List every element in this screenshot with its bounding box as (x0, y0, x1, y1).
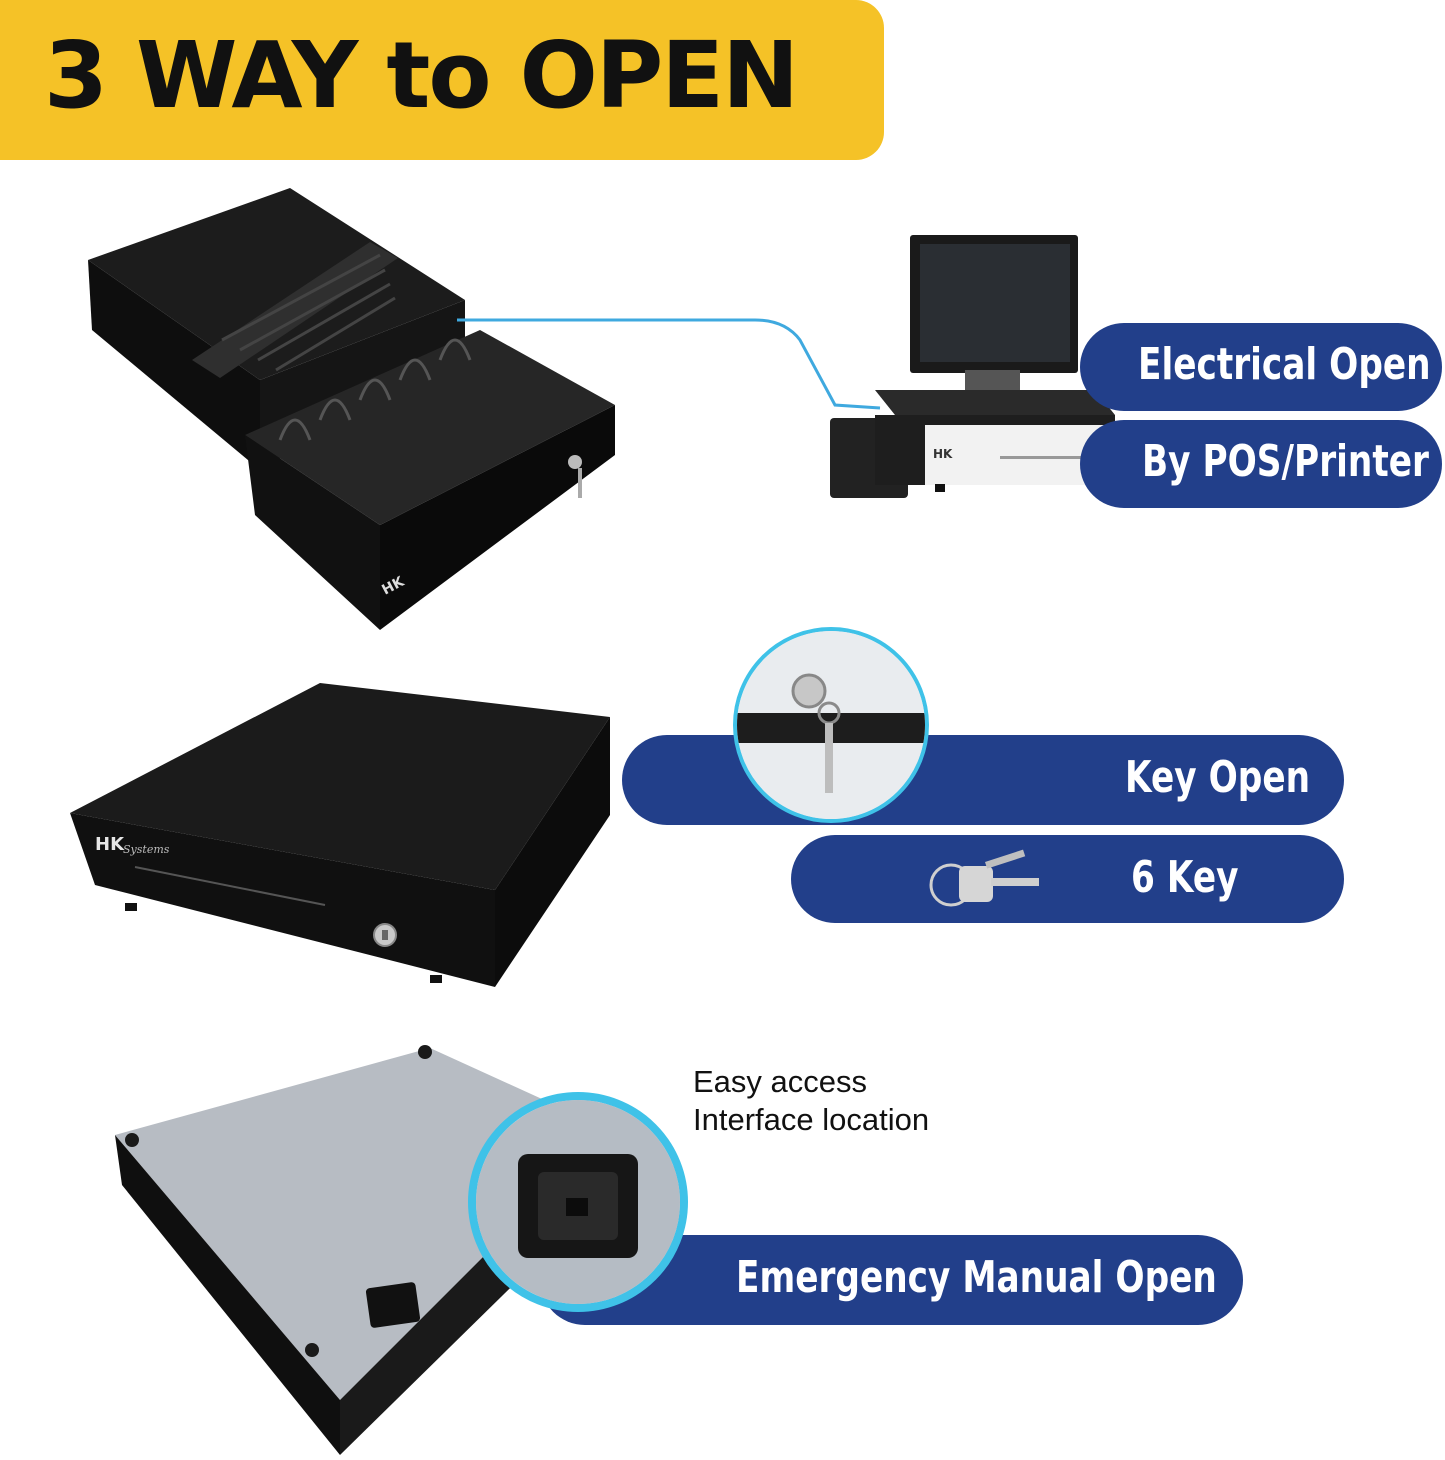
keys-icon (929, 849, 1039, 907)
electrical-open-text: Electrical Open (1138, 339, 1431, 390)
by-pos-printer-text: By POS/Printer (1142, 436, 1429, 487)
page-title: 3 WAY to OPEN (44, 22, 799, 129)
interface-port-closeup (468, 1092, 688, 1312)
closed-cash-drawer-image: HK Systems (70, 683, 610, 987)
connector-line (457, 318, 881, 410)
six-key-text: 6 Key (1131, 852, 1239, 903)
svg-text:HK: HK (933, 447, 953, 461)
caption-easy-access: Easy access (693, 1064, 868, 1099)
pos-terminal-image: HK (830, 235, 1115, 498)
key-open-label: Key Open (622, 735, 1344, 825)
electrical-open-label: Electrical Open (1080, 323, 1442, 411)
six-key-label: 6 Key (791, 835, 1344, 923)
svg-text:Systems: Systems (123, 843, 170, 856)
key-open-text: Key Open (1125, 752, 1311, 803)
emergency-manual-open-text: Emergency Manual Open (736, 1252, 1217, 1303)
svg-text:HK: HK (95, 834, 125, 855)
key-lock-closeup (733, 627, 929, 823)
title-banner (0, 0, 884, 160)
open-cash-drawer-image: HK (88, 188, 615, 630)
caption-interface-location: Interface location (693, 1102, 930, 1137)
by-pos-printer-label: By POS/Printer (1080, 420, 1442, 508)
